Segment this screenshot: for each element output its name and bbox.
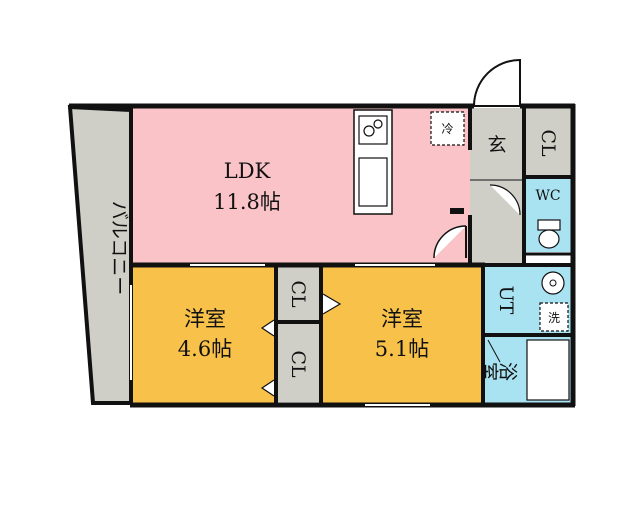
bath-label: 浴室 — [480, 359, 518, 381]
kitchen-counter — [353, 109, 393, 215]
western-left-name: 洋室 — [184, 307, 226, 331]
fridge-space — [430, 111, 465, 146]
western-right-name: 洋室 — [381, 307, 423, 331]
closet-entrance — [526, 108, 572, 176]
ldk-size: 11.8帖 — [213, 190, 281, 214]
toilet-icon — [537, 219, 561, 249]
entrance-door[interactable] — [473, 58, 521, 107]
sink-icon — [358, 157, 388, 207]
ldk-name: LDK — [224, 159, 271, 183]
utility-label: UT — [495, 286, 517, 315]
wc-door[interactable] — [489, 184, 521, 216]
bathtub-icon — [526, 339, 570, 401]
washer-label: 洗 — [548, 311, 560, 325]
western-left-size: 4.6帖 — [178, 337, 232, 361]
closet-middle-bottom-label: CL — [287, 350, 309, 378]
wc-label: WC — [535, 188, 560, 204]
balcony-label: バルコニー — [108, 201, 130, 296]
washer-space — [539, 302, 569, 332]
stove-icon — [358, 115, 388, 145]
closet-entrance-label: CL — [537, 129, 559, 157]
closet-middle-top-label: CL — [287, 280, 309, 308]
closet-middle-bottom — [278, 324, 321, 402]
fridge-label: 冷 — [441, 122, 453, 136]
closet-middle-top — [278, 266, 321, 321]
entrance-label: 玄 — [487, 134, 506, 156]
ldk-room — [132, 108, 470, 265]
western-right-size: 5.1帖 — [375, 337, 429, 361]
washbasin-icon — [541, 271, 565, 295]
western-room-right — [322, 266, 482, 404]
western-room-left — [132, 266, 274, 404]
